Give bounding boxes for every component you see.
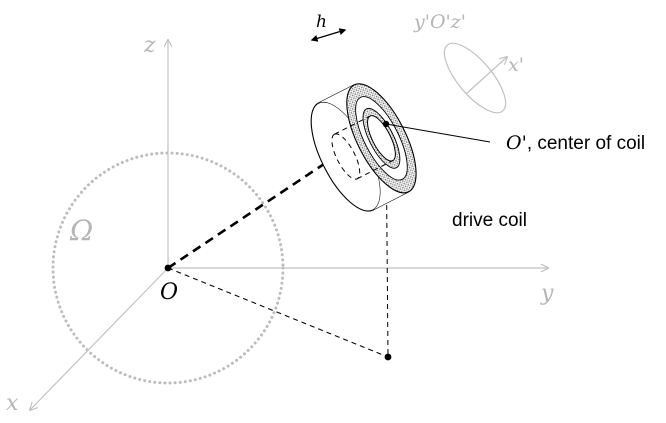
coil-bore [367,115,396,162]
x-prime-axis [465,57,507,95]
local-frame-ellipse [443,42,507,114]
height-label: h [316,12,327,32]
center-text: , center of coil [527,133,645,154]
center-label: O', center of coil [506,132,645,154]
x-axis-label: x [6,391,19,416]
height-dimension-arrow [310,28,347,42]
origin-label: O [160,280,178,305]
x-axis [30,267,169,410]
z-axis-label: z [143,33,156,58]
local-frame-label: y'O'z' [413,11,466,33]
drive-coil-label: drive coil [452,210,527,231]
x-prime-label: x' [508,54,524,76]
center-leader-line [385,123,491,143]
center-symbol: O' [506,132,527,154]
omega-label: Ω [69,214,93,247]
y-axis-label: y [540,281,554,306]
projection-line-base [167,267,389,358]
origin-point [164,264,172,272]
projection-point [384,353,392,361]
drive-coil [310,83,417,212]
